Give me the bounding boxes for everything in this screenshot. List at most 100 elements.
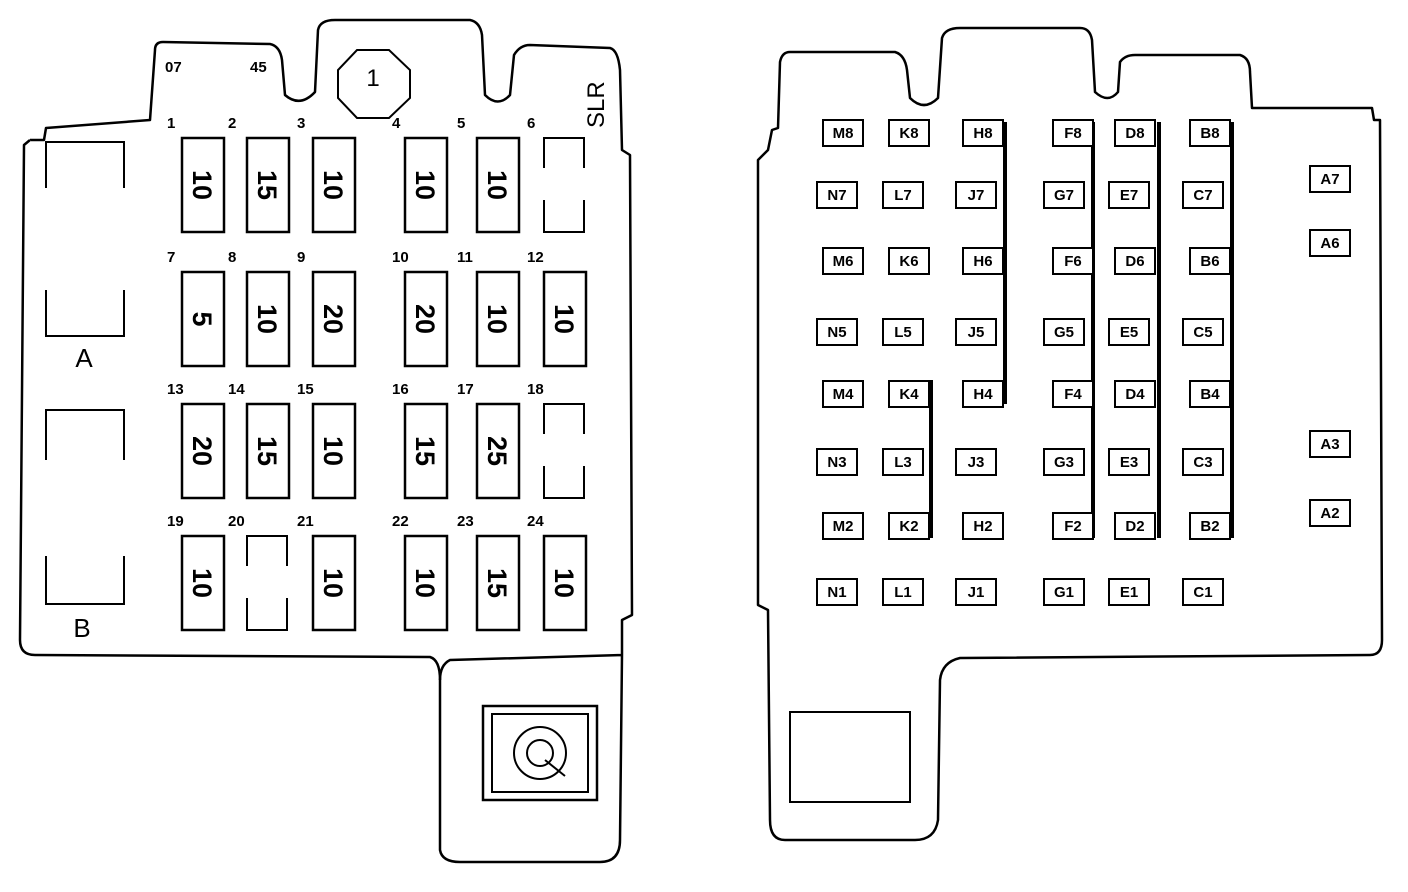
terminal-f2 [1052,512,1094,540]
fuse-18-empty-slot [543,403,585,499]
terminal-k6 [888,247,930,275]
terminal-k2 [888,512,930,540]
fuse-7-number: 7 [167,249,175,266]
terminal-e5 [1108,318,1150,346]
mount-bolt-frame [481,704,599,802]
terminal-n1 [816,578,858,606]
terminal-j3-label: J3 [968,454,985,471]
fuse-7-rating: 5 [187,311,217,326]
terminal-k4-label: K4 [899,386,919,403]
fuse-11-number: 11 [457,249,473,266]
terminal-d4 [1114,380,1156,408]
slr-label: SLR [583,81,610,128]
terminal-c1 [1182,578,1224,606]
terminal-c1-label: C1 [1193,584,1212,601]
terminal-n5 [816,318,858,346]
terminal-g1 [1043,578,1085,606]
fuse-23 [475,534,521,632]
terminal-e3-label: E3 [1120,454,1138,471]
fuse-5 [475,136,521,234]
fuse-6-empty-slot [543,137,585,233]
fuse-2-rating: 15 [252,170,282,200]
terminal-m4-label: M4 [833,386,854,403]
fuse-4 [403,136,449,234]
relay-a-upper-socket [45,141,125,188]
top-label-45: 45 [250,59,267,76]
terminal-h2 [962,512,1004,540]
fuse-3-rating: 10 [318,170,348,200]
fuse-4-number: 4 [392,115,401,132]
fuse-10 [403,270,449,368]
terminal-k4 [888,380,930,408]
fuse-17-number: 17 [457,381,474,398]
terminal-j7 [955,181,997,209]
terminal-g5 [1043,318,1085,346]
terminal-f6-label: F6 [1064,253,1082,270]
right-fuse-panel-outline [756,26,1384,842]
terminal-d2-label: D2 [1125,518,1144,535]
terminal-e7-label: E7 [1120,187,1138,204]
terminal-f2-label: F2 [1064,518,1082,535]
terminal-k8-label: K8 [899,125,918,142]
fuse-20-empty-slot [246,535,288,631]
fuse-9-number: 9 [297,249,305,266]
terminal-c5 [1182,318,1224,346]
terminal-e7 [1108,181,1150,209]
terminal-n3 [816,448,858,476]
fuse-15-rating: 10 [318,436,348,466]
terminal-h6-label: H6 [973,253,992,270]
terminal-c3-label: C3 [1193,454,1212,471]
terminal-j5 [955,318,997,346]
fuse-grid: 1102153104105106758109201020111012101320… [167,115,588,632]
fuse-12-rating: 10 [549,304,579,334]
terminal-c7 [1182,181,1224,209]
terminal-a2-label: A2 [1320,505,1339,522]
fuse-9 [311,270,357,368]
relay-b-lower-socket [45,556,125,605]
fuse-12 [542,270,588,368]
fuse-9-rating: 20 [318,304,348,334]
terminal-e1 [1108,578,1150,606]
terminal-d8-label: D8 [1125,125,1144,142]
terminal-g1-label: G1 [1054,584,1074,601]
terminal-h2-label: H2 [973,518,992,535]
terminal-f8-label: F8 [1064,125,1082,142]
terminal-n7 [816,181,858,209]
terminal-l7 [882,181,924,209]
terminal-a2 [1309,499,1351,527]
fuse-19-rating: 10 [187,568,217,598]
terminal-c7-label: C7 [1193,187,1212,204]
terminal-f4 [1052,380,1094,408]
terminal-d4-label: D4 [1125,386,1145,403]
terminal-j3 [955,448,997,476]
terminal-d6-label: D6 [1125,253,1144,270]
relay-a-label: A [75,343,93,373]
terminal-k6-label: K6 [899,253,918,270]
fuse-8-rating: 10 [252,304,282,334]
terminal-h4-label: H4 [973,386,993,403]
fuse-11-rating: 10 [482,304,512,334]
terminal-g7 [1043,181,1085,209]
fuse-15-number: 15 [297,381,314,398]
terminal-j7-label: J7 [968,187,985,204]
terminal-c5-label: C5 [1193,324,1212,341]
fuse-24-rating: 10 [549,568,579,598]
terminal-a3-label: A3 [1320,436,1339,453]
terminal-b8 [1189,119,1231,147]
terminal-h8 [962,119,1004,147]
terminal-g7-label: G7 [1054,187,1074,204]
fuse-17 [475,402,521,500]
terminal-m8 [822,119,864,147]
fuse-23-rating: 15 [482,568,512,598]
terminal-f6 [1052,247,1094,275]
terminal-l1-label: L1 [894,584,912,601]
fuse-2-number: 2 [228,115,236,132]
fuse-1 [180,136,226,234]
fuse-19-number: 19 [167,513,184,530]
fuse-14-rating: 15 [252,436,282,466]
fuse-24 [542,534,588,632]
fuse-8-number: 8 [228,249,236,266]
fuse-13-rating: 20 [187,436,217,466]
terminal-m6 [822,247,864,275]
